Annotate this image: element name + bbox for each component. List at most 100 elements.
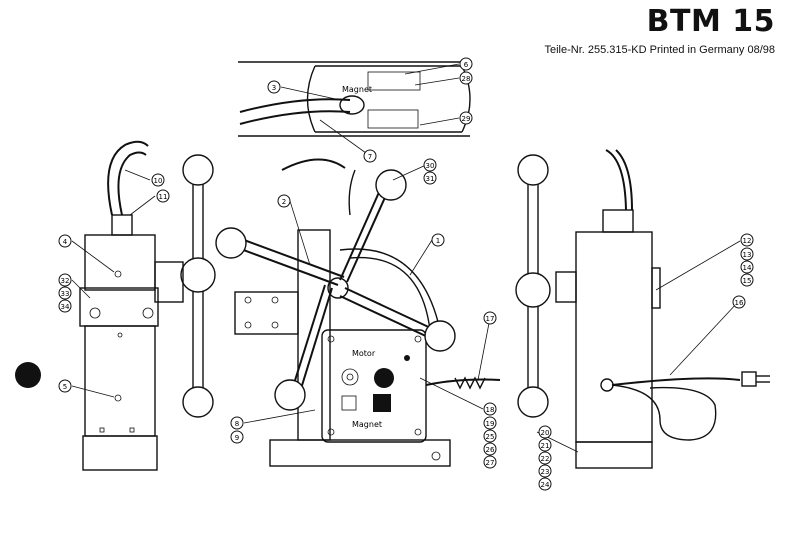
callout-24: 24 (538, 477, 552, 491)
magnet-body-left (84, 325, 156, 437)
callout-34: 34 (58, 299, 72, 313)
base-left (82, 435, 158, 471)
svg-text:34: 34 (61, 303, 70, 311)
svg-text:3: 3 (272, 84, 276, 92)
leader-lines (71, 63, 741, 453)
callouts: 1 2 3 4 5 6 7 8 9 10 11 12 13 14 15 16 1… (58, 57, 754, 491)
svg-text:8: 8 (235, 420, 239, 428)
callout-15: 15 (740, 273, 754, 287)
handle-ball-left-mid (180, 257, 216, 293)
callout-2: 2 (277, 194, 291, 208)
svg-text:22: 22 (541, 455, 550, 463)
svg-text:11: 11 (159, 193, 168, 201)
callout-23: 23 (538, 464, 552, 478)
svg-text:21: 21 (541, 442, 550, 450)
callout-19: 19 (483, 416, 497, 430)
callout-6: 6 (459, 57, 473, 71)
callout-17: 17 (483, 311, 497, 325)
nameplate-top (367, 71, 421, 91)
callout-29: 29 (459, 111, 473, 125)
control-panel (321, 329, 427, 443)
svg-text:7: 7 (368, 153, 372, 161)
callout-12: 12 (740, 233, 754, 247)
lever-ball-right (424, 320, 456, 352)
part-number-line: Teile-Nr. 255.315-KD Printed in Germany … (544, 44, 775, 56)
callout-25: 25 (483, 429, 497, 443)
callout-33: 33 (58, 286, 72, 300)
svg-text:9: 9 (235, 434, 239, 442)
svg-text:10: 10 (154, 177, 163, 185)
callout-3: 3 (267, 80, 281, 94)
svg-text:26: 26 (486, 446, 495, 454)
svg-text:2: 2 (282, 198, 286, 206)
svg-text:19: 19 (486, 420, 495, 428)
clamp-block-left (79, 287, 159, 327)
svg-text:27: 27 (486, 459, 495, 467)
svg-text:12: 12 (743, 237, 752, 245)
base-right (575, 441, 653, 469)
lever-ball-left (215, 227, 247, 259)
callout-20: 20 (538, 425, 552, 439)
magnet-button (373, 394, 391, 412)
right-side-view (515, 149, 770, 469)
svg-text:16: 16 (735, 299, 744, 307)
motor-housing-left (84, 234, 156, 291)
handle-ball-left-bottom (182, 386, 214, 418)
callout-26: 26 (483, 442, 497, 456)
svg-text:4: 4 (63, 238, 68, 246)
svg-text:6: 6 (464, 61, 469, 69)
svg-text:24: 24 (541, 481, 550, 489)
panel-motor-label: Motor (352, 349, 376, 358)
handle-ball-right-top (517, 154, 549, 186)
top-plate-magnet-label: Magnet (342, 85, 372, 94)
lever-hub (327, 277, 349, 299)
mounting-plate (234, 291, 299, 335)
svg-text:28: 28 (462, 75, 471, 83)
model-title: BTM 15 (646, 4, 775, 39)
callout-21: 21 (538, 438, 552, 452)
magnet-base (269, 439, 451, 467)
power-plug (741, 371, 757, 387)
callout-14: 14 (740, 260, 754, 274)
svg-text:20: 20 (541, 429, 550, 437)
callout-13: 13 (740, 247, 754, 261)
nameplate-bottom (367, 109, 419, 129)
svg-text:14: 14 (743, 264, 752, 272)
motor-housing-right (575, 231, 653, 443)
svg-text:30: 30 (426, 162, 435, 170)
handle-ball-right-bottom (517, 386, 549, 418)
svg-text:31: 31 (426, 175, 435, 183)
callout-28: 28 (459, 71, 473, 85)
svg-text:23: 23 (541, 468, 550, 476)
punch-hole (15, 362, 41, 388)
svg-text:29: 29 (462, 115, 471, 123)
callout-16: 16 (732, 295, 746, 309)
handle-ball-left-top (182, 154, 214, 186)
svg-text:5: 5 (63, 383, 67, 391)
callout-31: 31 (423, 171, 437, 185)
magnet-switch-outline (341, 395, 357, 411)
svg-text:13: 13 (743, 251, 752, 259)
callout-8: 8 (230, 416, 244, 430)
panel-magnet-label: Magnet (352, 420, 382, 429)
left-side-view (79, 140, 216, 471)
svg-text:18: 18 (486, 406, 495, 414)
svg-text:33: 33 (61, 290, 70, 298)
lever-ball-top (375, 169, 407, 201)
svg-text:25: 25 (486, 433, 495, 441)
motor-switch-outline (341, 368, 359, 386)
center-front-view: Motor Magnet (215, 158, 501, 467)
svg-text:17: 17 (486, 315, 495, 323)
callout-27: 27 (483, 455, 497, 469)
callout-10: 10 (151, 173, 165, 187)
callout-7: 7 (363, 149, 377, 163)
callout-22: 22 (538, 451, 552, 465)
callout-1: 1 (431, 233, 445, 247)
top-view-assembly: Magnet (238, 61, 471, 137)
svg-text:15: 15 (743, 277, 752, 285)
svg-text:1: 1 (436, 237, 440, 245)
lever-ball-bottom (274, 379, 306, 411)
callout-5: 5 (58, 379, 72, 393)
svg-text:32: 32 (61, 277, 70, 285)
